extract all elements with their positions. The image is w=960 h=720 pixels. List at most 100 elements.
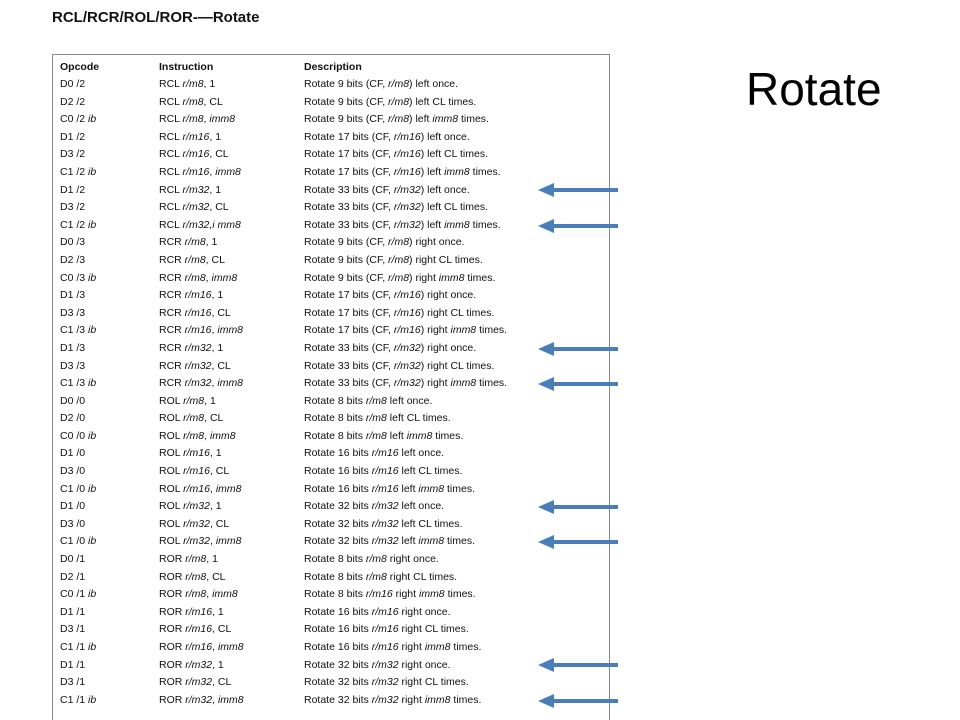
table-row: C0 /1 ib ROR r/m8, imm8 Rotate 8 bits r/m1… [60, 586, 604, 604]
description-cell: Rotate 9 bits (CF, r/m8) left once. [304, 78, 459, 90]
opcode-cell: C1 /1 ib [60, 641, 97, 653]
instruction-cell: RCL r/m32, CL [159, 201, 229, 214]
description-cell: Rotate 9 bits (CF, r/m8) left imm8 times… [304, 113, 489, 126]
opcode-cell: C1 /2 ib [60, 165, 97, 178]
instruction-cell: RCR r/m8, imm8 [159, 271, 238, 284]
column-header-opcode: Opcode [60, 61, 100, 73]
table-row: C1 /2 ib RCL r/m32,i mm8 Rotate 33 bits (C… [60, 217, 604, 235]
description-cell: Rotate 8 bits r/m8 left CL times. [304, 412, 451, 425]
description-cell: Rotate 32 bits r/m32 left once. [304, 500, 445, 513]
left-arrow-icon [538, 534, 618, 550]
opcode-cell: D3 /2 [60, 201, 86, 214]
table-row: D1 /0 ROL r/m16, 1 Rotate 16 bits r/m16 le… [60, 445, 604, 463]
description-cell: Rotate 16 bits r/m16 left once. [304, 447, 445, 460]
left-arrow-icon [538, 499, 618, 515]
description-cell: Rotate 17 bits (CF, r/m16) left CL times… [304, 148, 489, 161]
opcode-cell: D3 /3 [60, 359, 86, 372]
instruction-cell: ROL r/m8, 1 [159, 394, 216, 407]
description-cell: Rotate 16 bits r/m16 right imm8 times. [304, 641, 482, 653]
instruction-cell: ROL r/m32, CL [159, 517, 230, 530]
opcode-cell: D1 /2 [60, 130, 86, 143]
instruction-cell: RCR r/m16, 1 [159, 289, 224, 302]
description-cell: Rotate 8 bits r/m8 left once. [304, 394, 433, 407]
description-cell: Rotate 8 bits r/m8 right CL times. [304, 570, 458, 583]
description-cell: Rotate 9 bits (CF, r/m8) right CL times. [304, 253, 483, 266]
instruction-cell: RCL r/m32,i mm8 [159, 218, 241, 231]
opcode-cell: D0 /1 [60, 553, 86, 566]
opcode-cell: D1 /0 [60, 500, 86, 513]
instruction-cell: ROL r/m16, 1 [159, 447, 222, 460]
table-row: D1 /3 RCR r/m16, 1 Rotate 17 bits (CF, r/m… [60, 287, 604, 305]
instruction-cell: ROR r/m32, imm8 [159, 693, 244, 706]
instruction-cell: ROL r/m8, CL [159, 412, 224, 425]
description-cell: Rotate 33 bits (CF, r/m32) left once. [304, 183, 470, 196]
opcode-cell: C1 /3 ib [60, 377, 97, 390]
opcode-cell: C1 /2 ib [60, 218, 97, 231]
opcode-cell: D1 /0 [60, 447, 86, 460]
description-cell: Rotate 33 bits (CF, r/m32) left imm8 tim… [304, 218, 501, 231]
description-cell: Rotate 8 bits r/m8 left imm8 times. [304, 429, 464, 442]
instruction-cell: RCR r/m16, CL [159, 306, 231, 319]
description-cell: Rotate 16 bits r/m16 right once. [304, 605, 451, 618]
instruction-cell: ROR r/m8, 1 [159, 553, 218, 566]
opcode-cell: C1 /0 ib [60, 535, 97, 548]
left-arrow-icon [538, 693, 618, 709]
description-cell: Rotate 32 bits r/m32 left CL times. [304, 517, 463, 530]
left-arrow-icon [538, 218, 618, 234]
instruction-cell: ROR r/m16, 1 [159, 605, 224, 618]
description-cell: Rotate 8 bits r/m8 right once. [304, 553, 439, 566]
instruction-cell: ROR r/m8, imm8 [159, 588, 238, 601]
instruction-cell: RCL r/m16, 1 [159, 130, 222, 143]
opcode-cell: D3 /1 [60, 623, 86, 636]
opcode-cell: C1 /0 ib [60, 482, 97, 495]
table-row: D0 /1 ROR r/m8, 1 Rotate 8 bits r/m8 right… [60, 551, 604, 569]
opcode-cell: D2 /1 [60, 570, 86, 583]
instruction-cell: RCR r/m32, CL [159, 359, 231, 372]
opcode-cell: D2 /0 [60, 412, 86, 425]
description-cell: Rotate 33 bits (CF, r/m32) right imm8 ti… [304, 377, 508, 390]
opcode-cell: D3 /2 [60, 148, 86, 161]
description-cell: Rotate 8 bits r/m16 right imm8 times. [304, 588, 476, 601]
description-cell: Rotate 32 bits r/m32 left imm8 times. [304, 535, 475, 548]
instruction-cell: RCL r/m8, imm8 [159, 113, 236, 126]
description-cell: Rotate 33 bits (CF, r/m32) right once. [304, 341, 477, 354]
instruction-cell: ROR r/m16, CL [159, 623, 232, 636]
instruction-cell: ROL r/m16, imm8 [159, 482, 242, 495]
opcode-cell: C1 /3 ib [60, 324, 97, 337]
instruction-cell: RCL r/m16, imm8 [159, 165, 241, 178]
opcode-cell: D1 /3 [60, 289, 86, 302]
opcode-cell: C0 /0 ib [60, 429, 97, 442]
table-row: D2 /1 ROR r/m8, CL Rotate 8 bits r/m8 righ… [60, 569, 604, 587]
opcode-cell: D0 /3 [60, 236, 86, 249]
description-cell: Rotate 32 bits r/m32 right imm8 times. [304, 693, 482, 706]
instruction-cell: ROR r/m32, CL [159, 676, 232, 689]
opcode-cell: D1 /1 [60, 605, 86, 618]
left-arrow-icon [538, 341, 618, 357]
table-row: D1 /2 RCL r/m16, 1 Rotate 17 bits (CF, r/m… [60, 129, 604, 147]
instruction-cell: RCL r/m32, 1 [159, 183, 222, 196]
description-cell: Rotate 17 bits (CF, r/m16) right once. [304, 289, 477, 302]
slide-title: Rotate [746, 63, 882, 115]
left-arrow-icon [538, 657, 618, 673]
table-header-row: Opcode Instruction Description [60, 58, 604, 76]
description-cell: Rotate 17 bits (CF, r/m16) left once. [304, 130, 470, 143]
instruction-cell: ROR r/m8, CL [159, 570, 226, 583]
table-row: C1 /1 ib ROR r/m32, imm8 Rotate 32 bits r/… [60, 692, 604, 710]
opcode-cell: C0 /1 ib [60, 588, 97, 601]
opcode-cell: C1 /1 ib [60, 693, 97, 706]
